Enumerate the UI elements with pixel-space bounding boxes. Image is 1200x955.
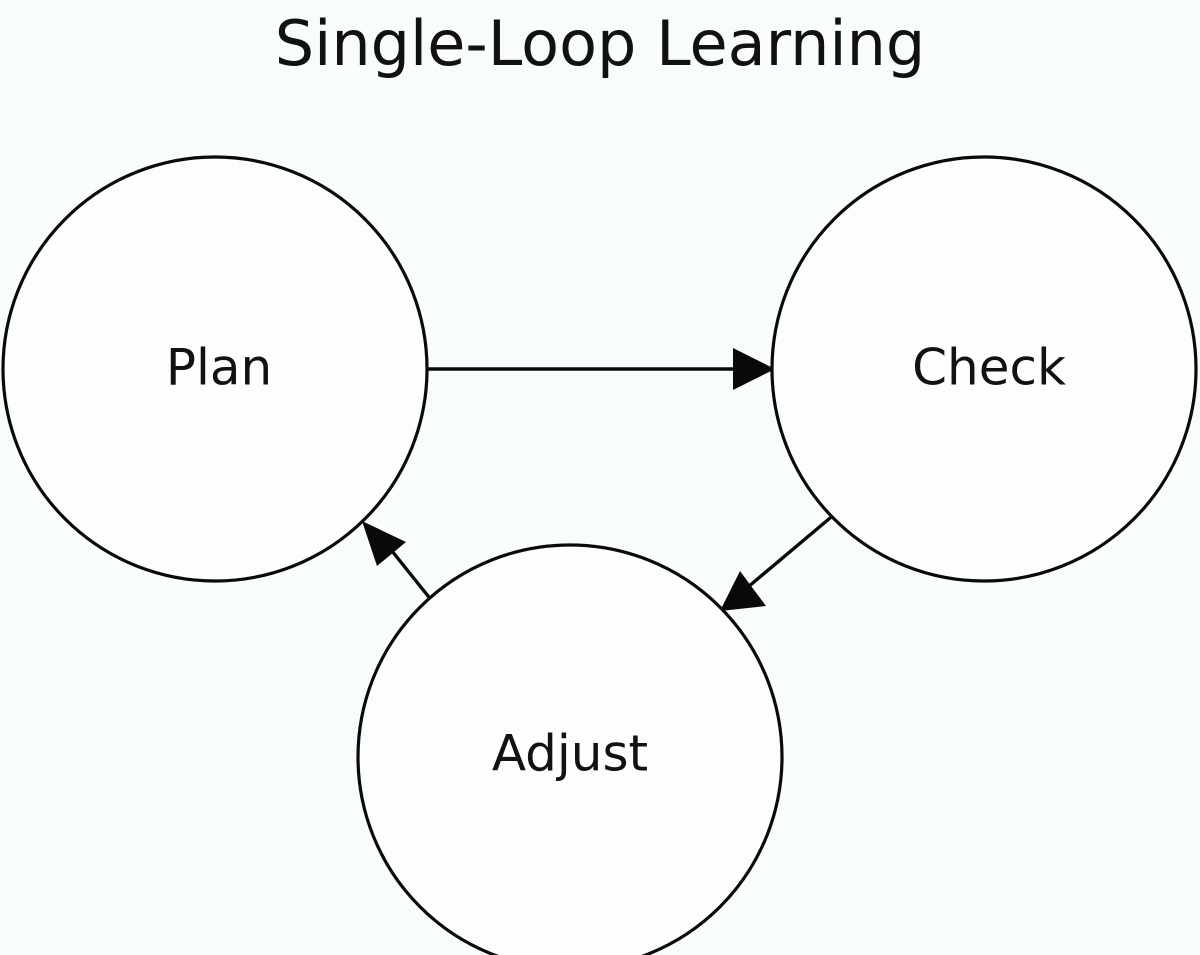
arrowhead-icon [720,571,766,611]
node-check[interactable]: Check [770,155,1198,583]
node-plan-circle[interactable] [1,155,429,583]
node-adjust-label: Adjust [492,725,648,783]
edge-check-to-adjust [720,511,838,611]
edge-adjust-to-plan [362,521,434,603]
node-check-label: Check [912,339,1066,397]
node-plan[interactable]: Plan [1,155,429,583]
node-adjust-circle[interactable] [356,543,784,955]
node-adjust[interactable]: Adjust [356,543,784,955]
page-title: Single-Loop Learning [275,7,926,80]
edge-adjust-to-plan-line [386,544,434,603]
arrowhead-icon [362,521,406,566]
arrowhead-icon [733,348,775,390]
node-check-circle[interactable] [770,155,1198,583]
edge-plan-to-check [425,348,775,390]
edge-check-to-adjust-line [746,511,838,589]
node-plan-label: Plan [166,339,272,397]
